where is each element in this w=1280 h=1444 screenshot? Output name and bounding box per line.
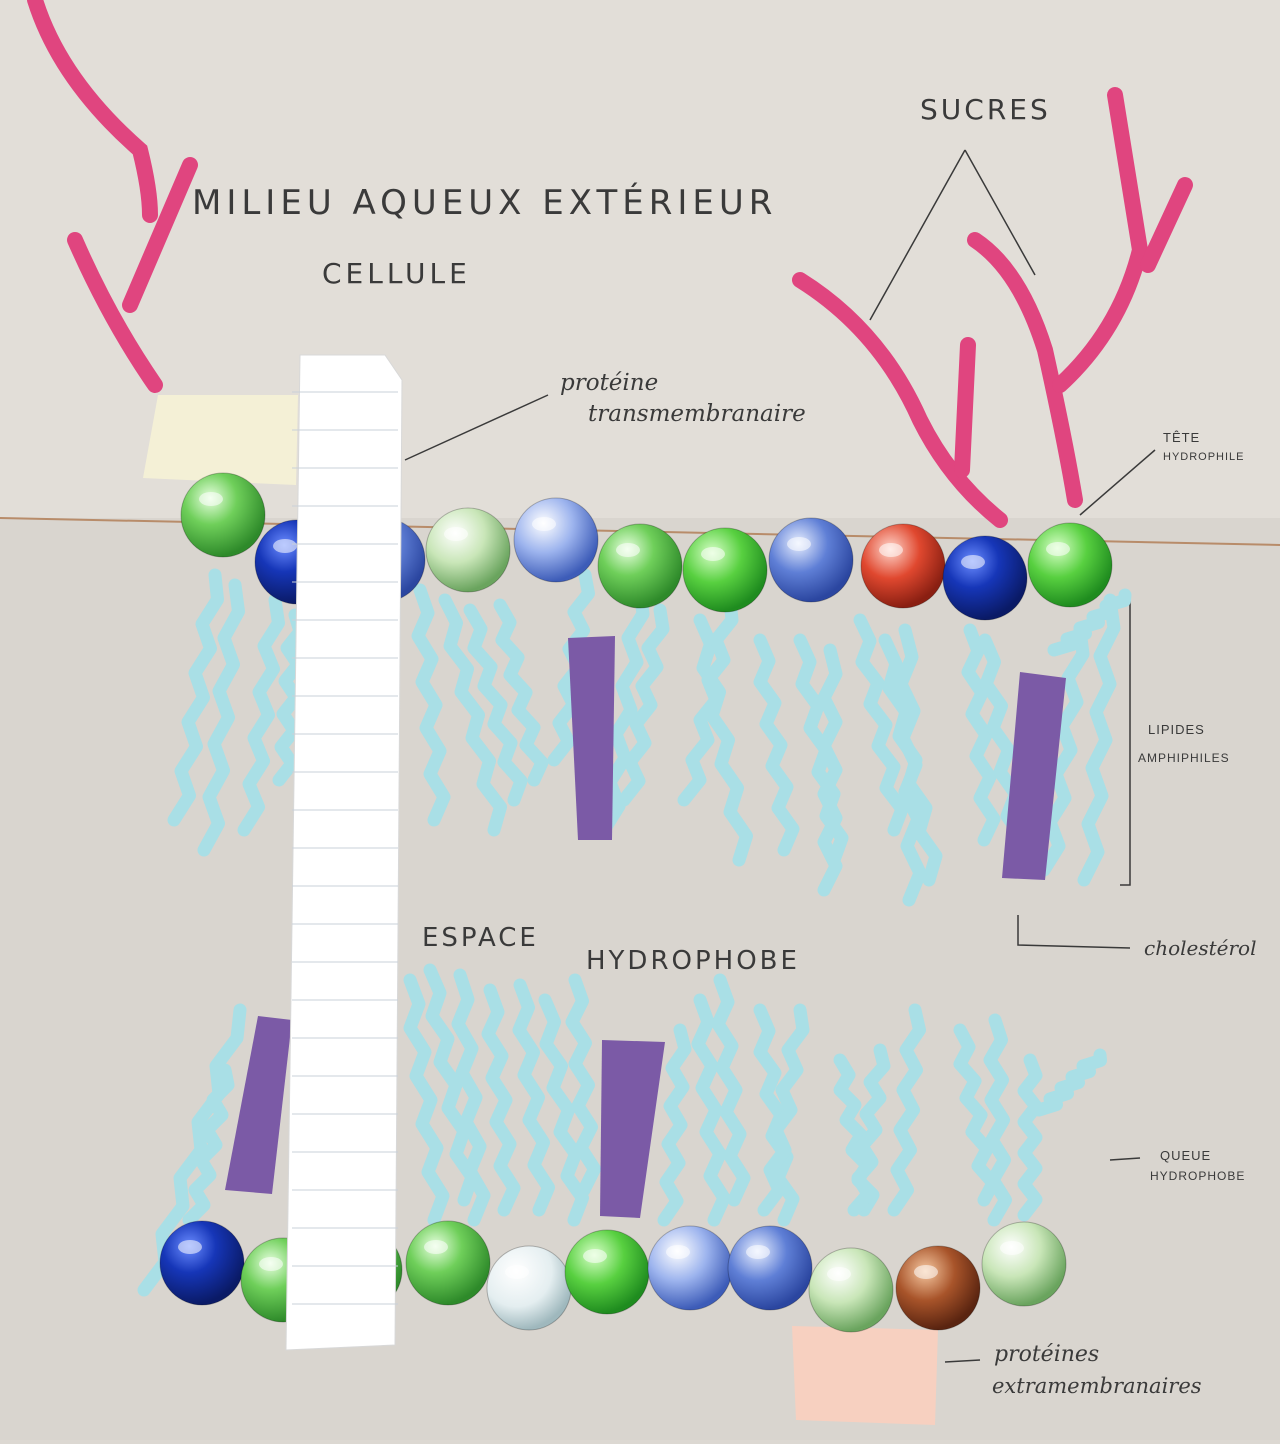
marble <box>648 1226 732 1310</box>
peripheral-protein-bottom <box>792 1326 938 1425</box>
marble <box>1028 523 1112 607</box>
marble <box>406 1221 490 1305</box>
marble <box>769 518 853 602</box>
label-proteines: protéines extramembranaires <box>992 1344 1202 1397</box>
marble <box>487 1246 571 1330</box>
label-proteine: protéine transmembranaire <box>560 372 806 426</box>
marble <box>426 508 510 592</box>
marble <box>943 536 1027 620</box>
label-hydrophobe: HYDROPHOBE <box>586 948 800 974</box>
marble <box>514 498 598 582</box>
marble <box>598 524 682 608</box>
label-espace: ESPACE <box>422 925 539 951</box>
label-proteines-line2: extramembranaires <box>992 1376 1202 1397</box>
label-proteines-line1: protéines <box>994 1344 1202 1366</box>
marble <box>565 1230 649 1314</box>
label-lipides-line2: AMPHIPHILES <box>1138 745 1230 771</box>
label-milieu: MILIEU AQUEUX EXTÉRIEUR <box>192 186 777 220</box>
label-proteine-line1: protéine <box>560 372 806 395</box>
marble <box>160 1221 244 1305</box>
marble <box>896 1246 980 1330</box>
transmembrane-protein <box>286 355 402 1350</box>
protein-strip <box>286 355 402 1350</box>
label-tete: TÊTE HYDROPHILE <box>1163 428 1245 466</box>
label-sucres: SUCRES <box>920 96 1051 124</box>
marble <box>982 1222 1066 1306</box>
marble <box>809 1248 893 1332</box>
label-lipides: LIPIDES AMPHIPHILES <box>1148 716 1230 771</box>
marble <box>181 473 265 557</box>
peripheral-protein-top <box>143 395 298 485</box>
label-tete-line1: TÊTE <box>1163 428 1245 449</box>
label-queue: QUEUE HYDROPHOBE <box>1150 1146 1245 1186</box>
marble <box>683 528 767 612</box>
label-cholesterol: cholestérol <box>1144 938 1257 958</box>
label-queue-line1: QUEUE <box>1160 1146 1245 1167</box>
label-lipides-line1: LIPIDES <box>1148 716 1230 745</box>
sugar-chain <box>962 345 968 470</box>
marble <box>861 524 945 608</box>
label-queue-line2: HYDROPHOBE <box>1150 1167 1245 1186</box>
label-cellule: CELLULE <box>322 260 471 288</box>
marble <box>728 1226 812 1310</box>
label-proteine-line2: transmembranaire <box>588 403 806 426</box>
label-tete-line2: HYDROPHILE <box>1163 449 1245 467</box>
